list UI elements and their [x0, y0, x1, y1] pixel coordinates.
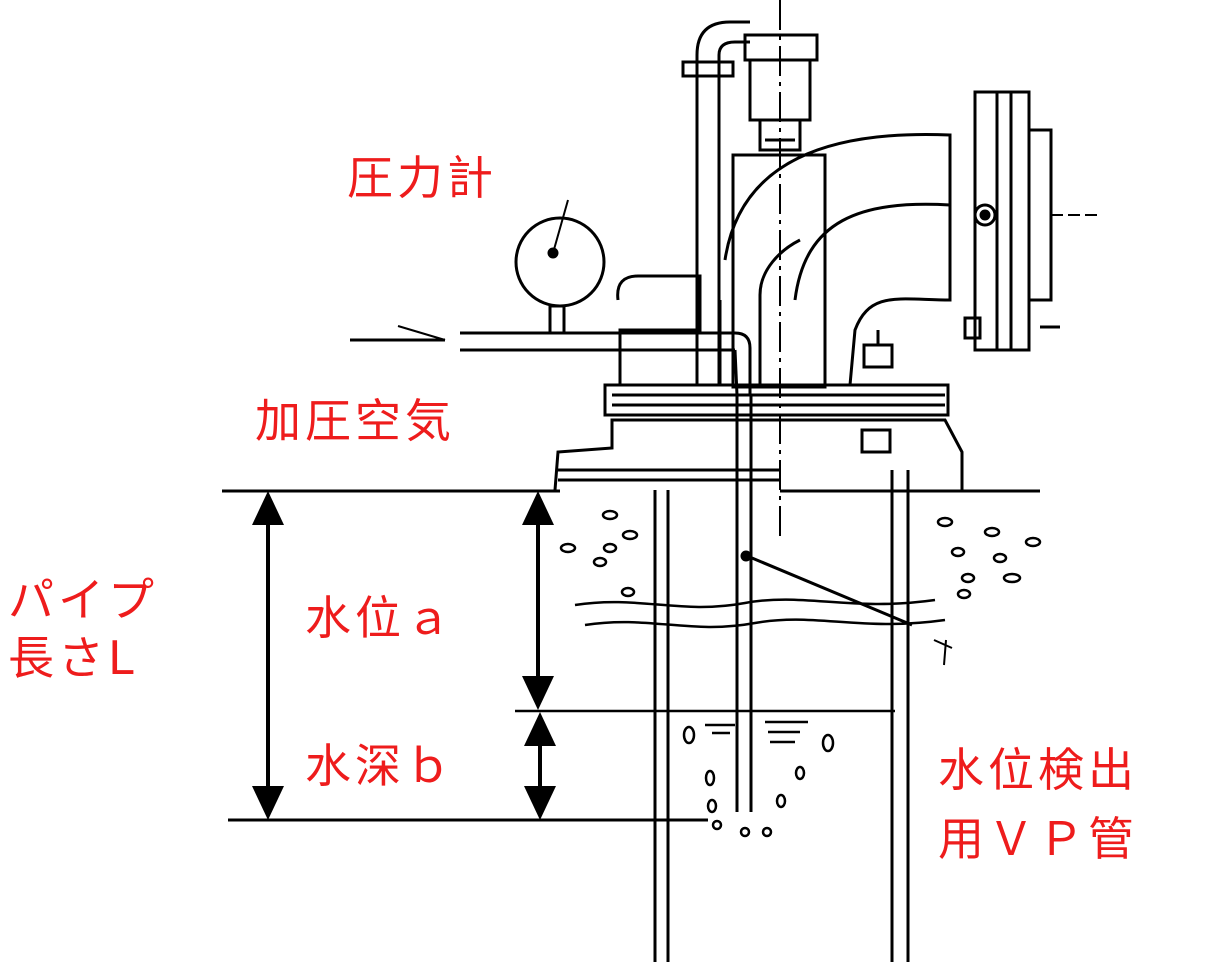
pressure-gauge-text: 圧力計 — [347, 151, 497, 205]
pressurized-air-label: 加圧空気 — [255, 393, 455, 451]
detector-pipe-line1: 水位検出 — [938, 743, 1138, 797]
detector-pipe-label: 水位検出 用ＶＰ管 — [938, 736, 1138, 874]
pipe-length-line2: 長さL — [8, 630, 138, 685]
water-level-arrow — [522, 491, 554, 710]
well-casing — [653, 470, 910, 962]
vp-detection-pipe — [735, 395, 953, 812]
detector-pipe-line2: 用ＶＰ管 — [938, 812, 1138, 866]
pipe-length-line1: パイプ — [8, 573, 158, 627]
pump-assembly — [350, 0, 1100, 540]
water-depth-text: 水深ｂ — [305, 739, 455, 793]
pressurized-air-text: 加圧空気 — [255, 394, 455, 448]
pipe-length-arrow — [252, 491, 284, 820]
water-level-text: 水位ａ — [305, 591, 455, 645]
water-level-label: 水位ａ — [305, 590, 455, 648]
soil-texture — [559, 509, 1042, 600]
water-depth-label: 水深ｂ — [305, 738, 455, 796]
pressure-gauge-label: 圧力計 — [347, 150, 497, 208]
water-surface — [515, 709, 895, 838]
pipe-length-label: パイプ 長さL — [8, 572, 158, 687]
break-lines — [574, 598, 946, 629]
water-depth-arrow — [524, 712, 556, 820]
